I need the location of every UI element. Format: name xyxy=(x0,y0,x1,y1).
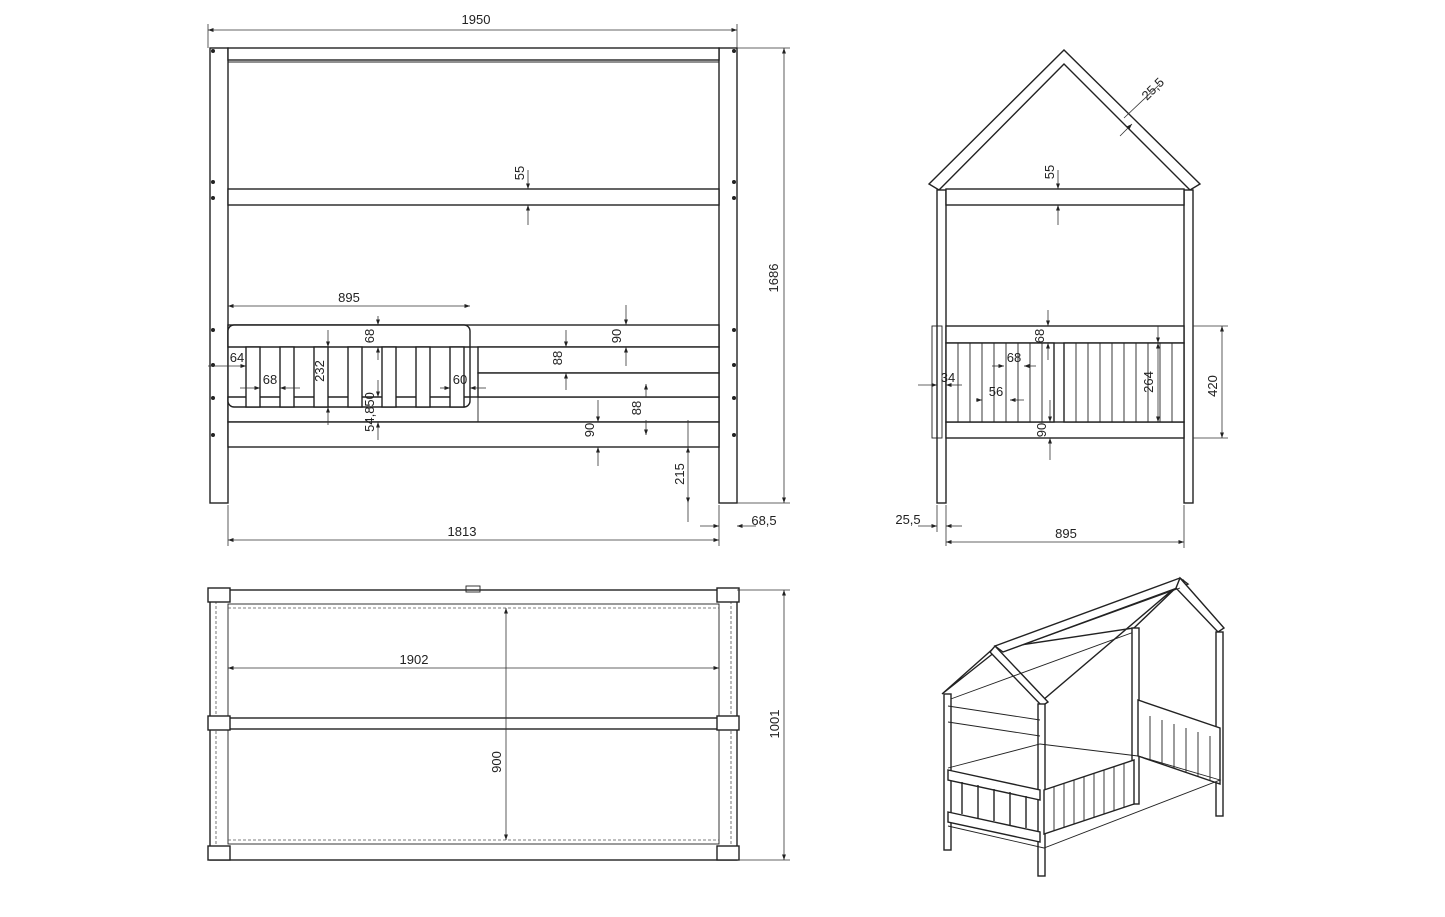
right-rail-1 xyxy=(477,346,720,374)
top-view: 1902 900 1001 xyxy=(207,585,790,861)
left-post xyxy=(209,47,229,504)
side-upper-rail xyxy=(945,325,1185,344)
dim-upper-rail: 90 xyxy=(609,329,624,343)
iso-roof-right-rafter xyxy=(1175,576,1226,633)
dim-side-gap-34: 34 xyxy=(941,370,955,385)
dim-inner-width: 1813 xyxy=(448,524,477,539)
right-rail-2 xyxy=(477,372,720,398)
base-rail xyxy=(227,421,720,448)
iso-guard-slats xyxy=(961,782,1027,828)
dim-guard-232: 232 xyxy=(312,360,327,382)
side-lower-rail xyxy=(945,421,1185,439)
side-view: 25,5 55 68 68 34 56 264 420 90 25,5 xyxy=(895,49,1228,548)
side-left-post xyxy=(936,189,947,504)
iso-guard-top xyxy=(947,769,1041,801)
dim-gap-54: 54,850 xyxy=(362,392,377,432)
top-corner-posts xyxy=(207,587,740,861)
side-right-post xyxy=(1183,189,1194,504)
iso-end-panel xyxy=(1137,699,1221,785)
isometric-view xyxy=(941,576,1226,877)
dim-side-rail-90: 90 xyxy=(1034,423,1049,437)
dim-overall-width: 1950 xyxy=(462,12,491,27)
iso-side-panel-lines xyxy=(1053,763,1125,831)
dim-side-gap-56: 56 xyxy=(989,384,1003,399)
dim-slat-68: 68 xyxy=(263,372,277,387)
dim-leg-offset: 68,5 xyxy=(751,513,776,528)
dim-gap-60: 60 xyxy=(453,372,467,387)
iso-post-4 xyxy=(1215,631,1224,817)
iso-ridge xyxy=(993,577,1190,653)
iso-end-panel-lines xyxy=(1149,716,1211,780)
dim-side-slat-68: 68 xyxy=(1007,350,1021,365)
dim-top-length: 1902 xyxy=(400,652,429,667)
dim-side-rail-68: 68 xyxy=(1032,329,1047,343)
mid-beam xyxy=(227,188,720,206)
dim-side-height-420: 420 xyxy=(1205,375,1220,397)
dim-side-width: 895 xyxy=(1055,526,1077,541)
dim-top-width: 900 xyxy=(489,751,504,773)
iso-side-panel xyxy=(1043,759,1135,835)
dim-top-overall-width: 1001 xyxy=(767,710,782,739)
dim-rail-length: 895 xyxy=(338,290,360,305)
right-post xyxy=(718,47,738,504)
top-beam xyxy=(227,47,720,61)
dim-overall-height: 1686 xyxy=(766,264,781,293)
dim-side-leg-offset: 25,5 xyxy=(895,512,920,527)
dim-top-rail: 55 xyxy=(512,166,527,180)
dim-clearance: 215 xyxy=(672,463,687,485)
roof xyxy=(927,49,1202,191)
iso-guard-bottom xyxy=(947,811,1041,843)
dim-rail-88-lower: 88 xyxy=(629,401,644,415)
front-view: 1950 1686 1813 68,5 215 895 55 68 90 88 xyxy=(207,12,790,546)
dim-roof-thickness: 25,5 xyxy=(1139,75,1168,104)
dim-rail-88-upper: 88 xyxy=(550,351,565,365)
guard-slats xyxy=(245,346,465,408)
side-mid-beam xyxy=(945,188,1185,206)
dim-side-panel-264: 264 xyxy=(1141,371,1156,393)
dim-guard-rail: 68 xyxy=(362,329,377,343)
side-panel-slats xyxy=(945,342,1185,423)
dim-side-top-rail: 55 xyxy=(1042,165,1057,179)
dim-gap-64: 64 xyxy=(230,350,244,365)
dim-rail-90-lower: 90 xyxy=(582,423,597,437)
top-center-beam xyxy=(227,717,720,730)
